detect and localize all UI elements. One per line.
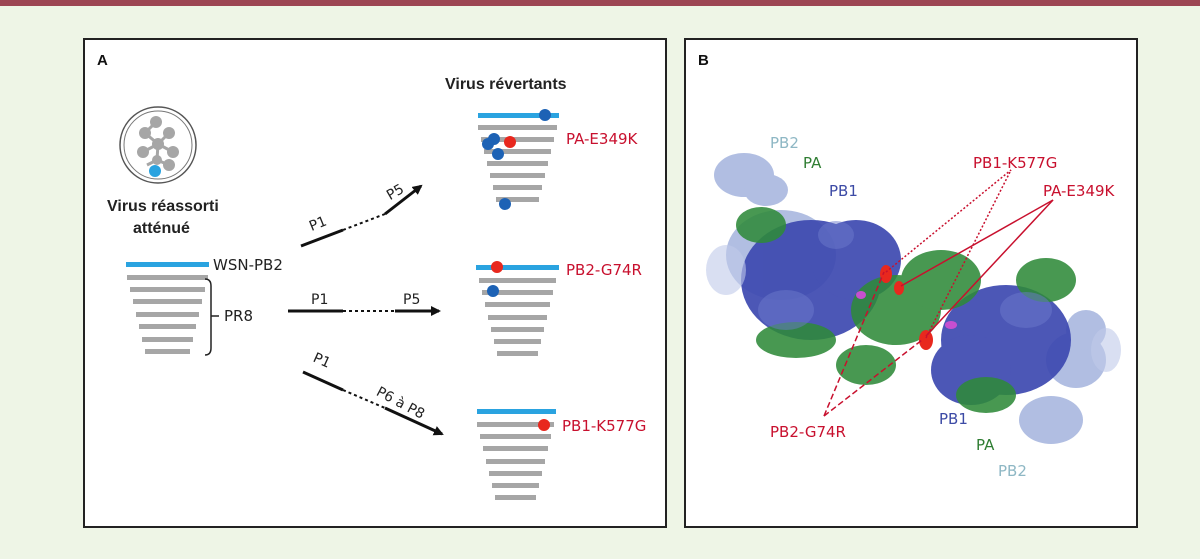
segment-stack-original bbox=[126, 262, 209, 354]
wsn-pb2-label: WSN-PB2 bbox=[213, 256, 283, 274]
mutation-label-1: PA-E349K bbox=[566, 130, 638, 148]
panel-b: B bbox=[684, 38, 1138, 528]
pr8-label: PR8 bbox=[224, 307, 254, 325]
segment-stack-revertant-3 bbox=[477, 409, 556, 500]
panel-a-graphics bbox=[119, 106, 559, 500]
segment-stack-revertant-1 bbox=[478, 109, 559, 210]
pr8-bracket bbox=[204, 278, 212, 356]
pb2-label-bottom: PB2 bbox=[998, 462, 1027, 480]
mutation-label-2: PB2-G74R bbox=[566, 261, 642, 279]
reassorti-title-line1: Virus réassorti bbox=[107, 198, 219, 215]
pa-domains bbox=[736, 207, 1076, 413]
mut-pb2-label: PB2-G74R bbox=[770, 423, 846, 441]
mut-pb1-label: PB1-K577G bbox=[973, 154, 1058, 172]
pa-label-top: PA bbox=[803, 154, 822, 172]
panel-a: A bbox=[83, 38, 667, 528]
reassorti-title-line2: atténué bbox=[133, 220, 190, 237]
passage-arrow-3 bbox=[302, 370, 444, 436]
mutation-leader-lines bbox=[823, 169, 1054, 417]
panel-a-label: A bbox=[97, 52, 108, 69]
segment-wsn-pb2 bbox=[126, 262, 209, 267]
panel-b-label: B bbox=[698, 52, 709, 69]
pb1-label-bottom: PB1 bbox=[939, 410, 968, 428]
mut-pa-label: PA-E349K bbox=[1043, 182, 1115, 200]
passage-arrow-1 bbox=[300, 184, 423, 248]
pb2-label-top: PB2 bbox=[770, 134, 799, 152]
revertants-title: Virus révertants bbox=[445, 76, 567, 93]
arrow2-end-label: P5 bbox=[403, 292, 421, 308]
top-accent-bar bbox=[0, 0, 1200, 6]
polymerase-structure bbox=[706, 153, 1121, 444]
pa-label-bottom: PA bbox=[976, 436, 995, 454]
segment-stack-revertant-2 bbox=[476, 261, 559, 356]
pb1-label-top: PB1 bbox=[829, 182, 858, 200]
mutation-label-3: PB1-K577G bbox=[562, 417, 647, 435]
arrow2-start-label: P1 bbox=[311, 292, 329, 308]
virus-particle-icon bbox=[119, 106, 197, 184]
mutation-sites bbox=[880, 265, 933, 350]
